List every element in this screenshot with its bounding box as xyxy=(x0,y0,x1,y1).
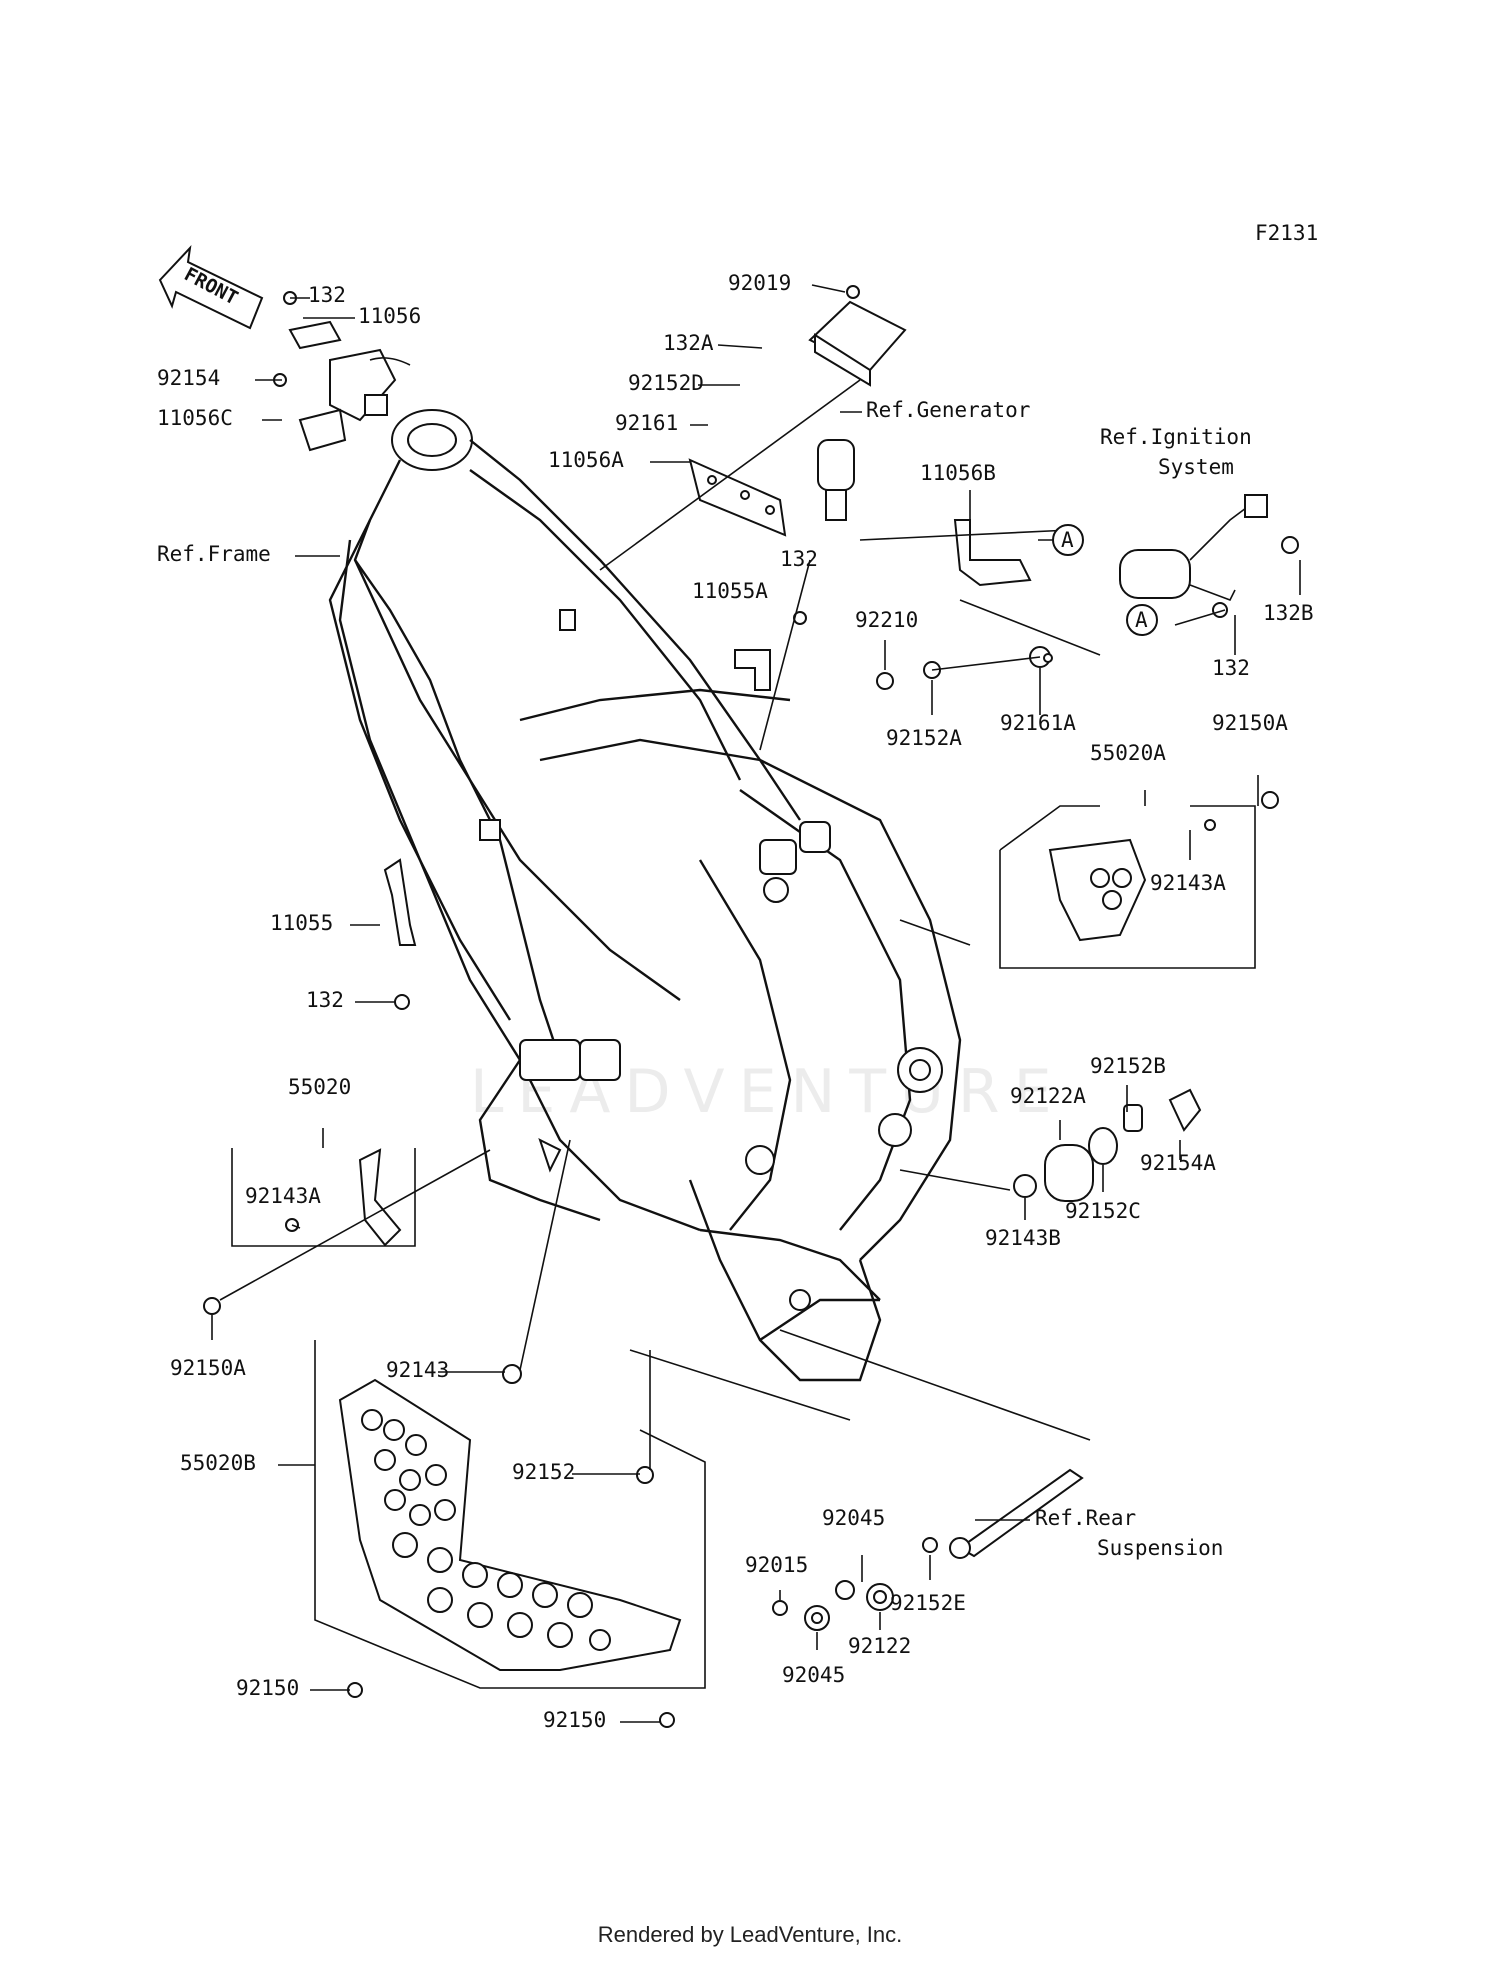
callout-c4: 11056C xyxy=(157,406,233,430)
callout-c19: 132B xyxy=(1263,601,1314,625)
callout-c34: 92152C xyxy=(1065,1199,1141,1223)
motorcycle-frame xyxy=(328,409,962,1382)
callout-c6: 92019 xyxy=(728,271,791,295)
ref-a-marker-1 xyxy=(1052,524,1084,556)
callout-c35: 92143B xyxy=(985,1226,1061,1250)
callout-c48: 92150 xyxy=(543,1708,606,1732)
callout-c47: 92150 xyxy=(236,1676,299,1700)
bracket-11056b xyxy=(953,519,1032,587)
callout-c28: 132 xyxy=(306,988,344,1012)
callout-c22: 92152A xyxy=(886,726,962,750)
callout-c46: 92045 xyxy=(782,1663,845,1687)
callout-c5: Ref.Frame xyxy=(157,542,271,566)
skid-plate-55020b xyxy=(314,1340,706,1728)
rear-mount-hardware xyxy=(1013,1088,1202,1202)
front-arrow-icon: FRONT xyxy=(158,245,264,330)
callout-c42: Suspension xyxy=(1097,1536,1223,1560)
callout-c25: 92150A xyxy=(1212,711,1288,735)
bracket-11055 xyxy=(383,858,417,946)
callout-c3: 92154 xyxy=(157,366,220,390)
bracket-11055a xyxy=(734,649,771,691)
callout-c20: 92210 xyxy=(855,608,918,632)
generator-connector xyxy=(808,285,907,521)
callout-c26: 92143A xyxy=(1150,871,1226,895)
callout-c7: 132A xyxy=(663,331,714,355)
callout-c41: Ref.Rear xyxy=(1035,1506,1136,1530)
callout-c24: 55020A xyxy=(1090,741,1166,765)
callout-c45: 92122 xyxy=(848,1634,911,1658)
callout-c23: 92161A xyxy=(1000,711,1076,735)
guard-55020a-box xyxy=(999,805,1256,969)
callout-c39: 92152 xyxy=(512,1460,575,1484)
callout-c8: 92152D xyxy=(628,371,704,395)
callout-c1: 132 xyxy=(308,283,346,307)
guard-55020-box xyxy=(203,1148,416,1315)
callout-c36: 92150A xyxy=(170,1356,246,1380)
callout-c21: 132 xyxy=(1212,656,1250,680)
callout-c2: 11056 xyxy=(358,304,421,328)
callout-c10: 92161 xyxy=(615,411,678,435)
bracket-11056a xyxy=(688,458,787,537)
callout-c43: 92015 xyxy=(745,1553,808,1577)
callout-c37: 92143 xyxy=(386,1358,449,1382)
callout-c18: A xyxy=(1135,608,1148,632)
callout-c17: 11055A xyxy=(692,579,768,603)
callout-c32: 92154A xyxy=(1140,1151,1216,1175)
callout-c15: A xyxy=(1061,528,1074,552)
callout-c12: Ref.Ignition xyxy=(1100,425,1252,449)
ignition-coil xyxy=(1119,494,1268,602)
diagram-code: F2131 xyxy=(1255,221,1318,245)
footer-credit: Rendered by LeadVenture, Inc. xyxy=(597,1922,903,1947)
callout-c14: 11056B xyxy=(920,461,996,485)
callout-c27: 11055 xyxy=(270,911,333,935)
callout-c44: 92152E xyxy=(890,1591,966,1615)
suspension-hardware xyxy=(772,1468,1084,1631)
ref-a-marker-2 xyxy=(1126,604,1158,636)
callout-c33: 92143A xyxy=(245,1184,321,1208)
hardware-cluster-right xyxy=(793,536,1299,831)
callout-c31: 92122A xyxy=(1010,1084,1086,1108)
callout-c29: 92152B xyxy=(1090,1054,1166,1078)
callout-c11: 11056A xyxy=(548,448,624,472)
callout-c38: 55020B xyxy=(180,1451,256,1475)
callout-c16: 132 xyxy=(780,547,818,571)
callout-c30: 55020 xyxy=(288,1075,351,1099)
callout-c13: System xyxy=(1158,455,1234,479)
callout-c9: Ref.Generator xyxy=(866,398,1030,422)
leader-lines xyxy=(211,284,1301,1723)
callout-c40: 92045 xyxy=(822,1506,885,1530)
callout-labels: 132 11056 92154 11056C Ref.Frame 92019 1… xyxy=(157,271,1314,1732)
